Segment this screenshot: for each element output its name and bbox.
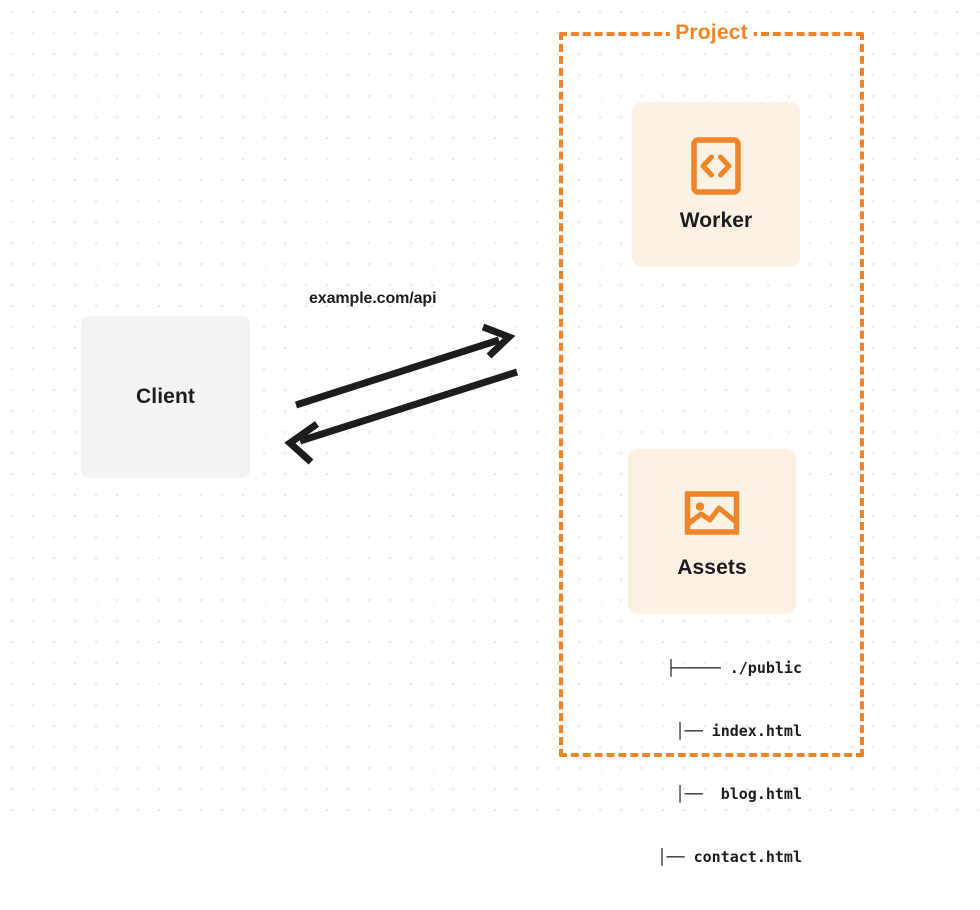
- request-arrow: [294, 323, 516, 409]
- client-node-label: Client: [136, 385, 195, 408]
- file-tree-row: │── index.html: [648, 722, 802, 740]
- response-arrow: [284, 368, 519, 465]
- assets-node-label: Assets: [677, 555, 747, 579]
- connection-label: example.com/api: [309, 290, 437, 307]
- diagram-canvas: Client example.com/api Project Worker: [0, 0, 980, 866]
- assets-node[interactable]: Assets: [628, 449, 796, 614]
- worker-node-label: Worker: [679, 208, 753, 232]
- file-tree-row: │── contact.html: [630, 848, 802, 866]
- project-boundary: Project: [559, 21, 864, 757]
- image-icon: [684, 490, 740, 535]
- assets-file-tree: ├───── ./public │── index.html │── blog.…: [606, 616, 802, 910]
- project-title: Project: [669, 21, 754, 45]
- code-brackets-icon: [691, 136, 741, 195]
- file-tree-row: │── blog.html: [648, 785, 802, 803]
- client-node[interactable]: Client: [81, 316, 250, 478]
- file-tree-row: ├───── ./public: [666, 659, 802, 677]
- worker-node[interactable]: Worker: [632, 102, 800, 267]
